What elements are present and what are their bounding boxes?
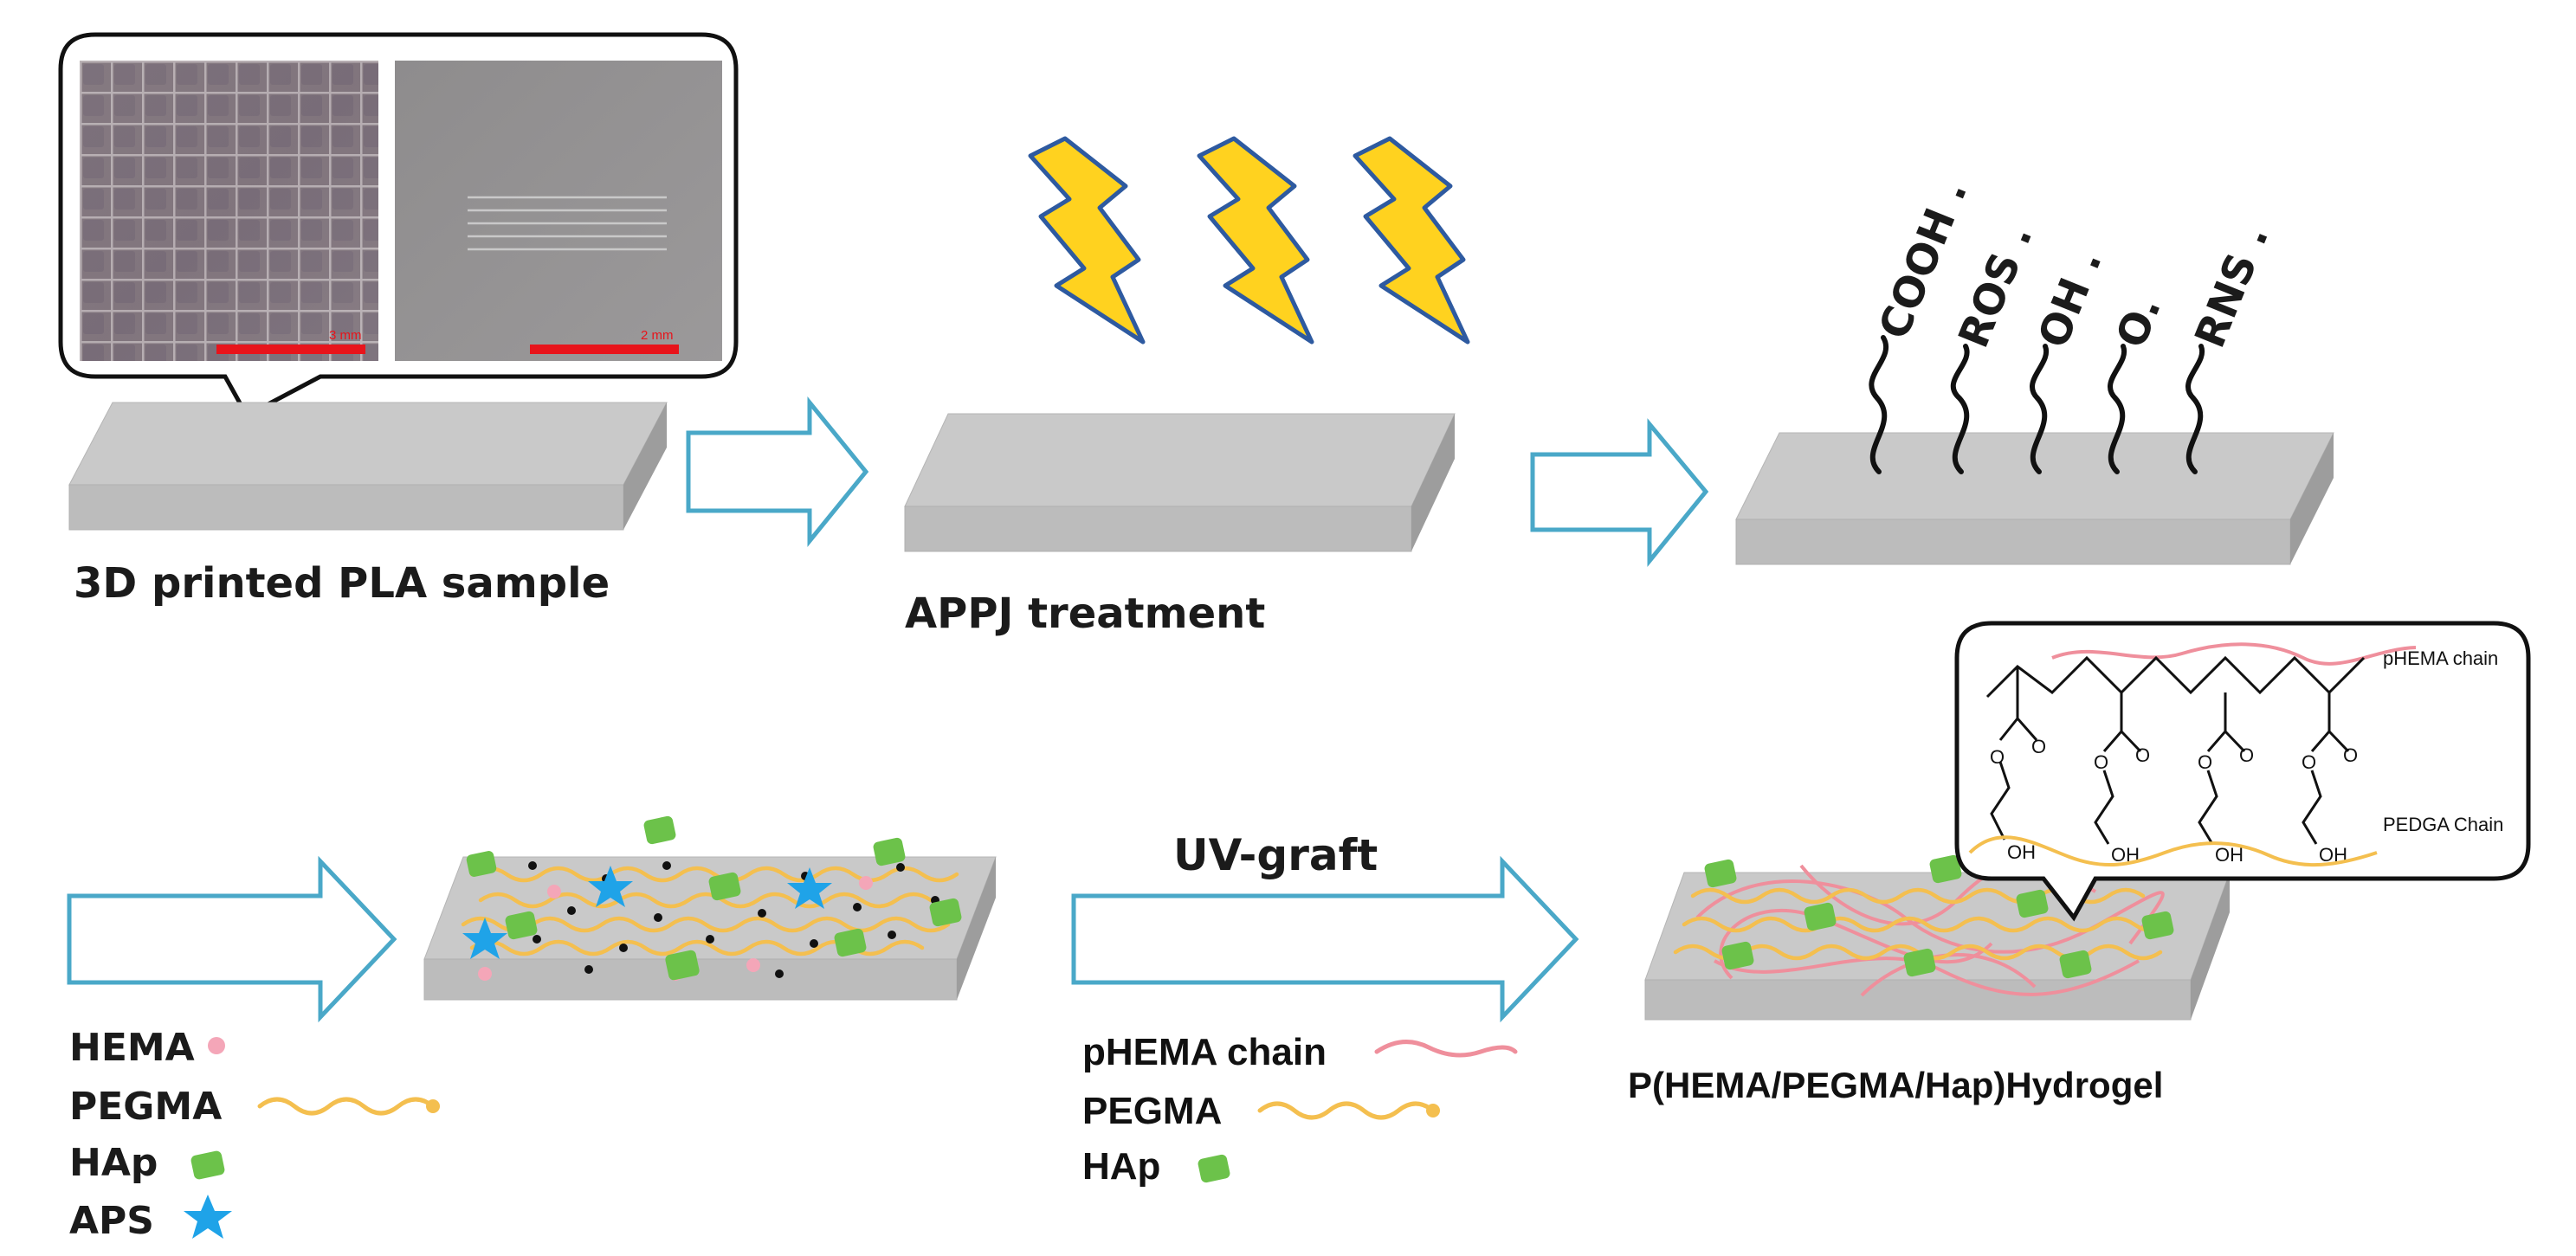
polymer-backbone [1985, 655, 2366, 699]
pla-slab-3 [1735, 432, 2334, 565]
surface-tether-line [1950, 344, 1970, 474]
atom-label: O [2302, 751, 2316, 773]
legend-hap-label: HAp [69, 1141, 158, 1185]
aps-stars [462, 866, 832, 959]
legend-aps-label: APS [69, 1199, 154, 1243]
legend-phema-label: pHEMA chain [1082, 1031, 1327, 1073]
legend-pegma-label: PEGMA [1082, 1090, 1222, 1132]
arrow-step3-to-4 [67, 855, 397, 1023]
atom-label: OH [2007, 841, 2036, 863]
group-label: O. [2107, 290, 2171, 355]
green-square-icon [1198, 1154, 1230, 1183]
arrow-step1-to-2 [686, 396, 869, 548]
atom-label: O [2031, 736, 2046, 757]
step3-activated-surface: COOH . ROS . OH . O. RNS . [1735, 174, 2334, 565]
atom-label: O [2198, 751, 2212, 773]
arrow-step2-to-3 [1530, 418, 1709, 568]
green-square-icon [190, 1150, 225, 1180]
step5-legend: pHEMA chain PEGMA HAp [1082, 1031, 1518, 1188]
scale-label-right: 2 mm [641, 328, 674, 343]
phema-chain-line [2051, 642, 2417, 666]
step1-label: 3D printed PLA sample [74, 559, 610, 608]
structure-callout: O O O O O O O O OH OH OH OH pHEMA chain … [1954, 621, 2531, 922]
surface-tether-line [1869, 335, 1888, 474]
atom-label: O [1990, 746, 2005, 768]
hap-squares [1704, 854, 2174, 979]
group-label: OH . [2029, 243, 2111, 354]
atom-label: O [2239, 744, 2254, 766]
inset-pedga-label: PEDGA Chain [2383, 814, 2503, 835]
plasma-bolt-icon [1197, 136, 1314, 345]
hap-squares [466, 815, 962, 981]
step2-label: APPJ treatment [905, 589, 1265, 638]
pink-dot-icon [208, 1037, 225, 1054]
legend-hema-label: HEMA [69, 1026, 195, 1070]
step2-appj-treatment: APPJ treatment [904, 136, 1470, 638]
yellow-wave-icon [257, 1097, 436, 1116]
micrograph-right: 2 mm [395, 61, 722, 361]
pedga-chain-line [1968, 835, 2378, 867]
blue-star-icon [184, 1195, 232, 1239]
arrow-uv-graft [1071, 855, 1579, 1023]
plasma-bolt-icon [1353, 136, 1470, 345]
pink-wave-icon [1374, 1040, 1518, 1058]
uv-graft-label: UV-graft [1173, 830, 1378, 880]
group-label: ROS . [1949, 218, 2042, 355]
step4-legend: HEMA PEGMA HAp APS [69, 1026, 440, 1243]
pla-slab-2 [904, 413, 1456, 552]
surface-tether-line [2185, 344, 2205, 474]
scale-bar-right [530, 345, 679, 354]
step1-pla-sample: 3 mm 2 mm 3D printed PLA sample [58, 32, 739, 608]
step6-label: P(HEMA/PEGMA/Hap)Hydrogel [1628, 1065, 2163, 1105]
legend-hap-label: HAp [1082, 1145, 1160, 1188]
atom-label: O [2135, 744, 2150, 766]
group-label: RNS . [2185, 219, 2278, 355]
scale-label-left: 3 mm [329, 328, 362, 343]
atom-label: O [2094, 751, 2108, 773]
surface-tether-line [2030, 344, 2050, 474]
atom-label: O [2343, 744, 2358, 766]
pla-slab-1 [68, 402, 668, 531]
atom-label: OH [2215, 844, 2244, 866]
step6-hydrogel: P(HEMA/PEGMA/Hap)Hydrogel O O [1628, 621, 2531, 1105]
scale-bar-left [216, 345, 365, 354]
legend-pegma-label: PEGMA [69, 1085, 222, 1129]
plasma-bolt-icon [1028, 136, 1146, 345]
step5-uv-graft: UV-graft pHEMA chain PEGMA HAp [1071, 830, 1579, 1188]
yellow-wave-icon [1257, 1101, 1436, 1120]
micrograph-left: 3 mm [80, 61, 378, 361]
inset-phema-label: pHEMA chain [2383, 647, 2498, 669]
step4-monomer-mixture: HEMA PEGMA HAp APS [67, 815, 997, 1243]
surface-tether-line [2108, 344, 2127, 474]
